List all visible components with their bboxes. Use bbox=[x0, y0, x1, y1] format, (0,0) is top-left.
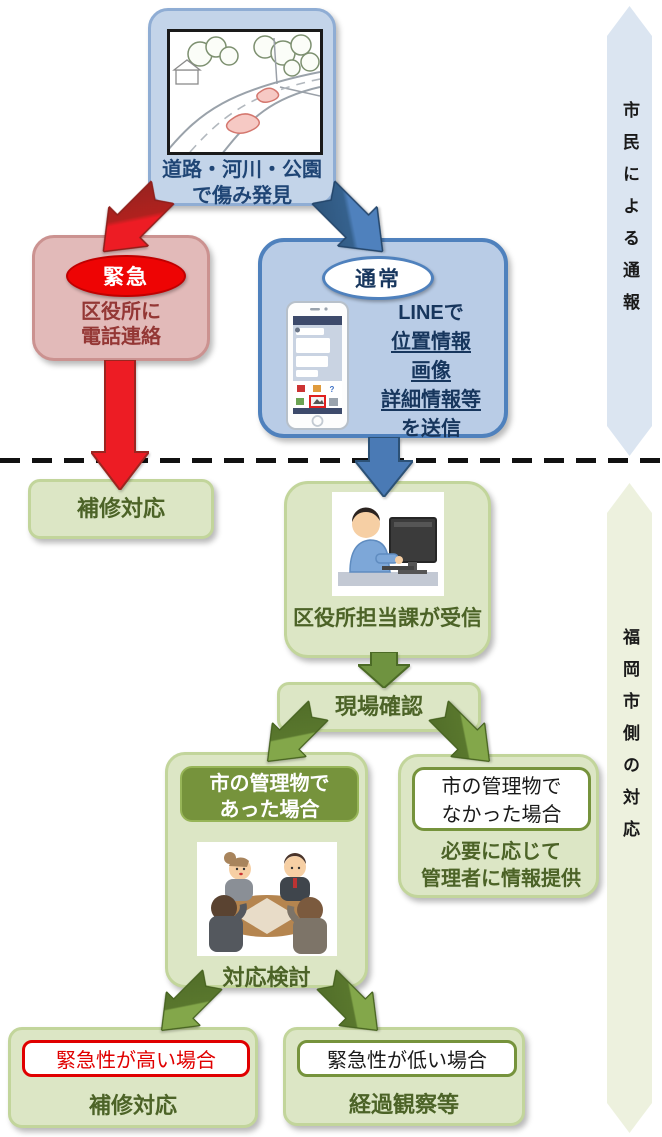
smartphone-line-app-illustration: ? bbox=[286, 301, 349, 430]
managed-property-header: 市の管理物で あった場合 bbox=[180, 766, 359, 822]
consider-response-label: 対応検討 bbox=[222, 965, 311, 990]
meeting-discussion-illustration bbox=[197, 842, 337, 956]
line-send-label: LINEで 位置情報 画像 詳細情報等 を送信 bbox=[357, 299, 505, 444]
svg-text:?: ? bbox=[330, 385, 335, 394]
emergency-instruction-line2: 電話連絡 bbox=[81, 326, 161, 348]
managed-property-box: 市の管理物で あった場合 bbox=[165, 752, 368, 990]
not-managed-property-box: 市の管理物で なかった場合 必要に応じて 管理者に情報提供 bbox=[398, 754, 599, 898]
arrow-consider-to-low-urgency bbox=[315, 968, 379, 1032]
receive-label: 区役所担当課が受信 bbox=[293, 607, 482, 630]
emergency-instruction-line1: 区役所に bbox=[81, 301, 161, 323]
line-send-prefix: LINEで bbox=[398, 302, 464, 324]
damage-found-label-line1: 道路・河川・公園 bbox=[162, 159, 322, 181]
managed-header-line1: 市の管理物で bbox=[209, 773, 330, 795]
low-urgency-condition: 緊急性が低い場合 bbox=[297, 1040, 517, 1077]
receive-box: 区役所担当課が受信 bbox=[284, 481, 491, 658]
not-managed-header-line2: なかった場合 bbox=[441, 804, 562, 826]
line-send-suffix: を送信 bbox=[401, 418, 461, 440]
low-urgency-action: 経過観察等 bbox=[348, 1092, 459, 1117]
road-damage-illustration bbox=[167, 29, 323, 155]
line-send-item-image: 画像 bbox=[411, 360, 451, 382]
banner-citizen-report-label: 市民による通報 bbox=[620, 101, 639, 325]
citizen-city-divider-line bbox=[0, 458, 662, 463]
arrow-normal-to-receive bbox=[355, 437, 413, 497]
arrow-consider-to-high-urgency bbox=[160, 968, 224, 1032]
not-managed-header: 市の管理物で なかった場合 bbox=[412, 767, 591, 831]
damage-found-box: 道路・河川・公園 で傷み発見 bbox=[148, 8, 336, 207]
arrow-emergency-to-repair bbox=[91, 360, 149, 490]
managed-header-line2: あった場合 bbox=[219, 799, 320, 821]
banner-city-response: 福岡市側の対応 bbox=[607, 483, 652, 1133]
arrow-sitecheck-to-managed bbox=[266, 699, 330, 763]
line-send-item-details: 詳細情報等 bbox=[381, 389, 481, 411]
damage-found-label-line2: で傷み発見 bbox=[192, 185, 292, 207]
repair-response-label: 補修対応 bbox=[76, 496, 165, 521]
staff-receiving-at-pc-illustration bbox=[332, 492, 444, 596]
arrow-receive-to-sitecheck bbox=[358, 652, 410, 688]
arrow-to-normal bbox=[310, 179, 384, 253]
site-check-label: 現場確認 bbox=[334, 694, 423, 719]
arrow-sitecheck-to-notmanaged bbox=[427, 699, 491, 763]
not-managed-header-line1: 市の管理物で bbox=[441, 776, 562, 798]
inform-manager-note-line2: 管理者に情報提供 bbox=[421, 868, 581, 890]
line-send-item-location: 位置情報 bbox=[391, 331, 471, 353]
high-urgency-condition: 緊急性が高い場合 bbox=[22, 1040, 250, 1077]
low-urgency-box: 緊急性が低い場合 経過観察等 bbox=[283, 1027, 525, 1126]
arrow-to-emergency bbox=[102, 179, 176, 253]
normal-badge: 通常 bbox=[322, 256, 434, 300]
normal-box: 通常 ? bbox=[258, 238, 508, 440]
inform-manager-note-line1: 必要に応じて bbox=[441, 841, 561, 863]
banner-city-response-label: 福岡市側の対応 bbox=[620, 628, 639, 852]
emergency-badge: 緊急 bbox=[66, 255, 186, 297]
high-urgency-box: 緊急性が高い場合 補修対応 bbox=[8, 1027, 258, 1128]
banner-citizen-report: 市民による通報 bbox=[607, 6, 652, 456]
high-urgency-action: 補修対応 bbox=[88, 1093, 177, 1118]
